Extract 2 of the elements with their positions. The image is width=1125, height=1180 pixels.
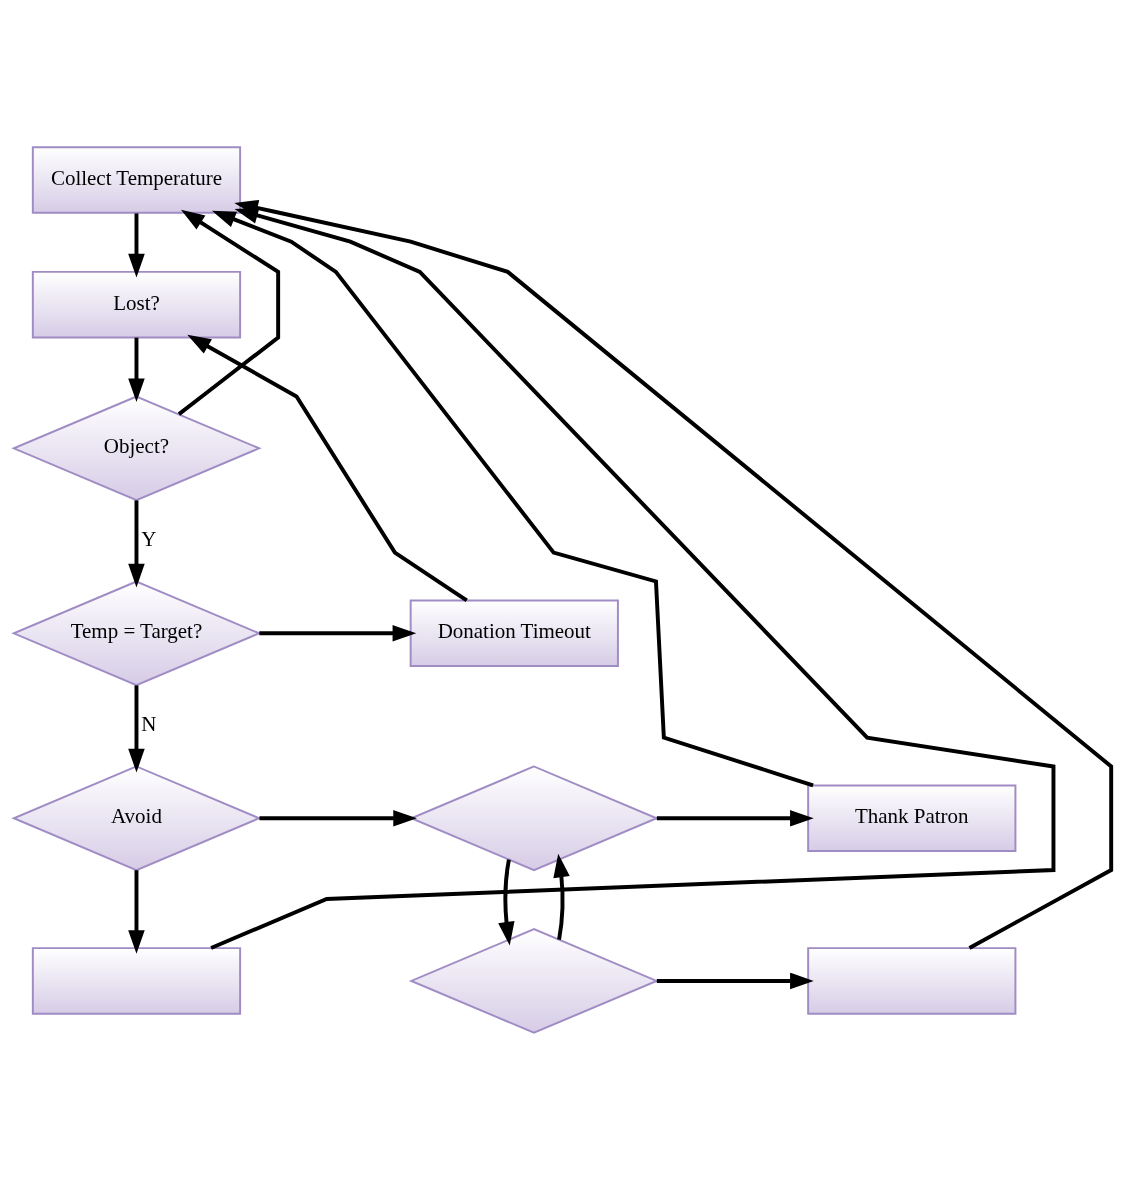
edge-label: Y [141, 526, 157, 551]
edge-label: N [141, 711, 157, 736]
